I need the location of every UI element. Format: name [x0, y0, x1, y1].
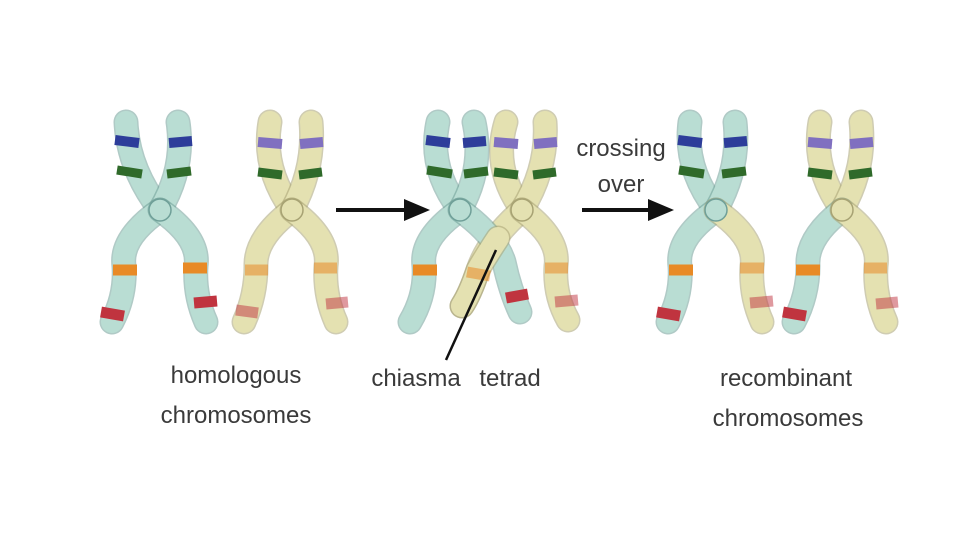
- chiasma-label: chiasma: [371, 365, 461, 392]
- recombinant-label-line2: chromosomes: [713, 405, 864, 432]
- homologous-label-line1: homologous: [171, 362, 302, 389]
- chiasma-pointer: [444, 249, 498, 361]
- chromosome-teal-3: [655, 109, 775, 335]
- crossing-over-label-line1: crossing: [576, 135, 665, 162]
- homologous-label-line2: chromosomes: [161, 402, 312, 429]
- recombinant-pair: [655, 109, 899, 335]
- tetrad: [397, 109, 581, 361]
- tetrad-label: tetrad: [479, 365, 540, 392]
- chromosome-teal-1: [99, 109, 219, 335]
- recombinant-label-line1: recombinant: [720, 365, 852, 392]
- arrow-2: [582, 199, 674, 221]
- crossing-over-label-line2: over: [598, 171, 645, 198]
- chromosome-yellow-1: [231, 109, 349, 335]
- chromosome-yellow-3: [781, 109, 899, 335]
- chromosome-teal-2: [397, 109, 533, 335]
- arrow-1: [336, 199, 430, 221]
- homologous-pair: [99, 109, 349, 335]
